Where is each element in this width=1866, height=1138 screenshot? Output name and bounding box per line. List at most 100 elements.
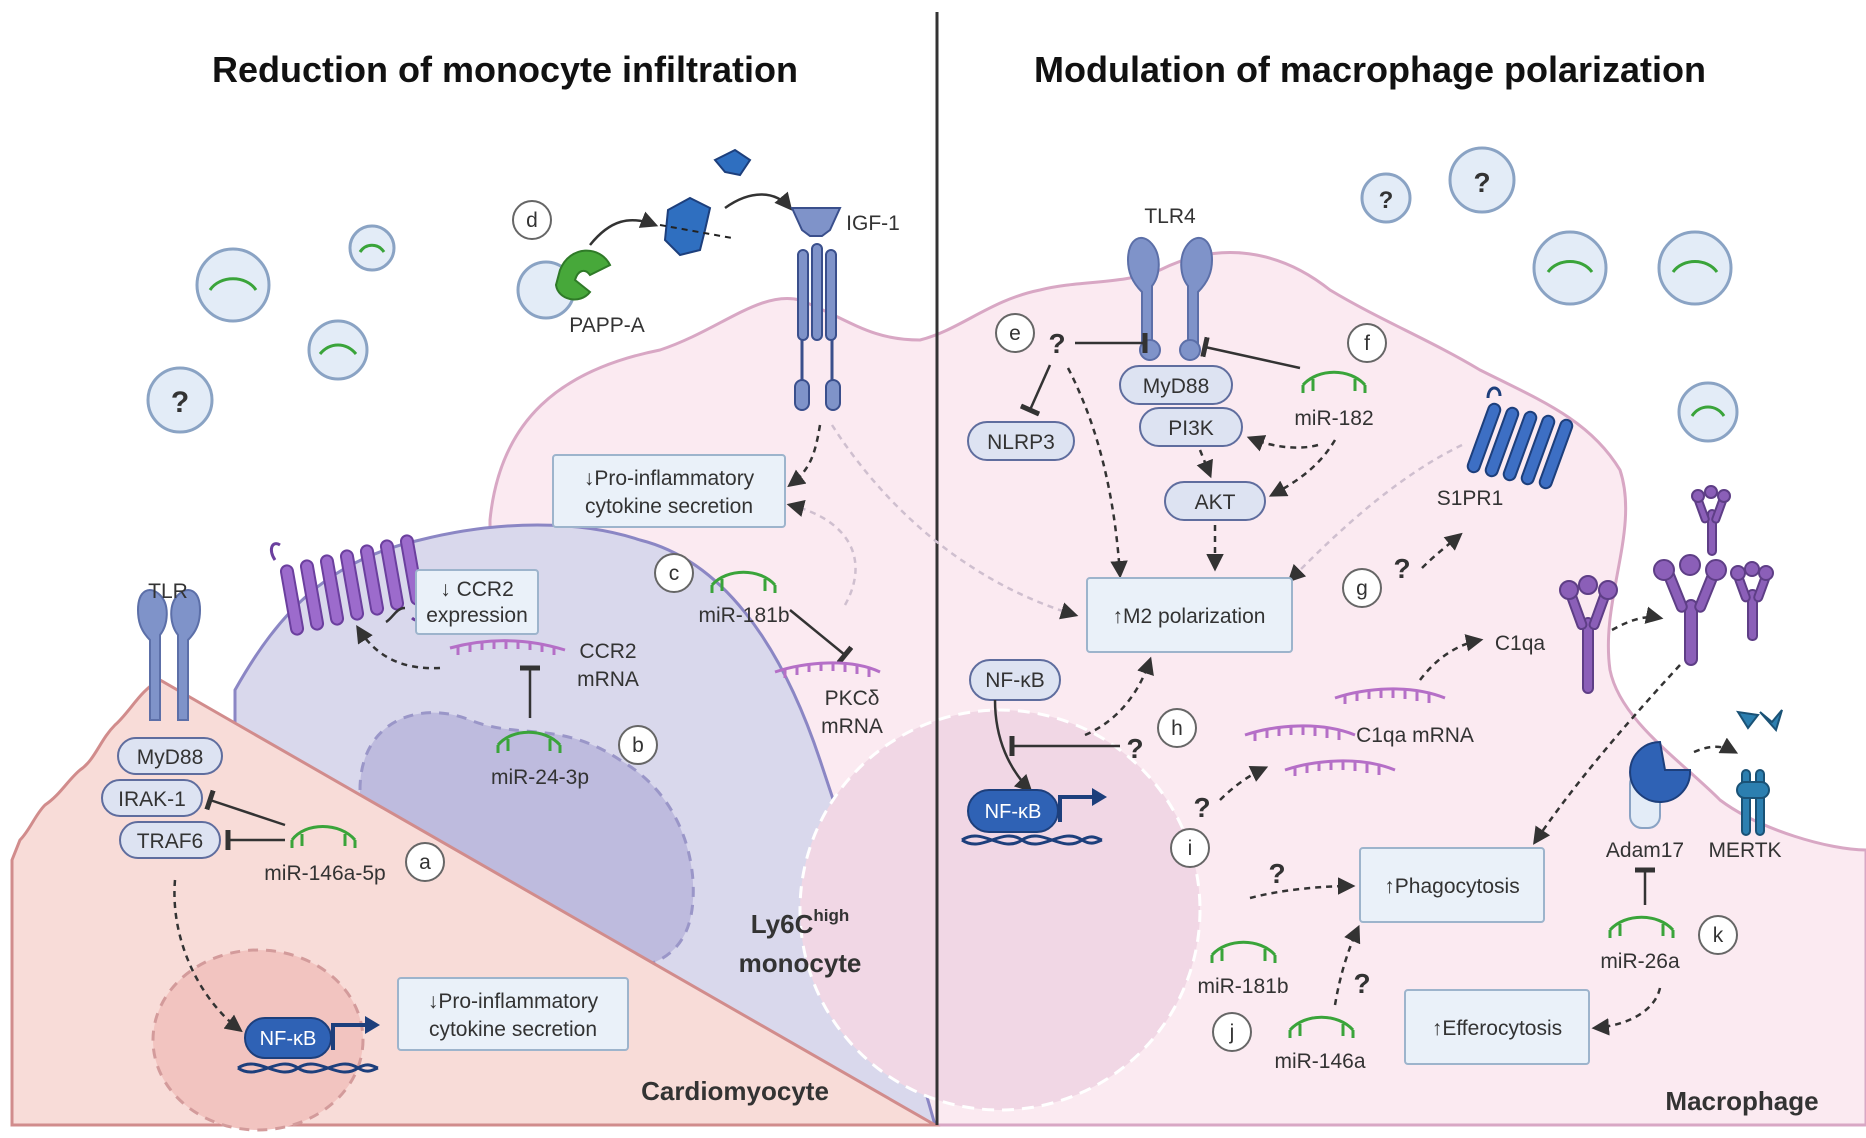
- mirna-146a: [1288, 1015, 1355, 1032]
- tlr-receptor: [136, 589, 202, 721]
- svg-text:d: d: [526, 209, 538, 232]
- myd88-right: [1119, 365, 1233, 405]
- nfkb-cytoplasmic: [969, 659, 1061, 701]
- svg-text:MERTK: MERTK: [1708, 839, 1781, 862]
- letter-b: [618, 725, 658, 765]
- svg-text:CCR2: CCR2: [579, 640, 636, 663]
- c1q-protein-2: [1730, 561, 1774, 641]
- vesicle-mirna-9: [1569, 295, 1571, 297]
- mertk-receptor: [1736, 709, 1783, 836]
- svg-text:PKCδ: PKCδ: [825, 687, 880, 710]
- svg-text:b: b: [632, 734, 644, 757]
- box-phagocytosis: [1359, 847, 1545, 923]
- svg-text:miR-146a-5p: miR-146a-5p: [264, 862, 385, 885]
- svg-text:miR-182: miR-182: [1294, 407, 1373, 430]
- arrow-traf6-nfkb: [173, 879, 243, 1033]
- igfbp-cleaved: [663, 148, 752, 257]
- traf6: [119, 821, 221, 859]
- svg-text:miR-181b: miR-181b: [698, 604, 789, 627]
- arrow-g-s1pr1: [1421, 532, 1463, 569]
- nfkb-right: NF-κB: [961, 788, 1107, 846]
- inhibit-nlrp3: [1019, 364, 1052, 417]
- mirna-146a-5p: [290, 825, 357, 842]
- question-i: ?: [1193, 792, 1210, 823]
- macrophage-label: Macrophage: [1665, 1086, 1818, 1116]
- svg-text:↓Pro-inflammatory: ↓Pro-inflammatory: [428, 990, 599, 1013]
- svg-text:↑Phagocytosis: ↑Phagocytosis: [1384, 875, 1519, 898]
- tlr4-receptor: [1126, 236, 1214, 361]
- arrow-igf1-m2: [830, 424, 1079, 620]
- question-h: ?: [1126, 733, 1143, 764]
- svg-text:k: k: [1713, 924, 1724, 947]
- svg-text:mRNA: mRNA: [821, 715, 883, 738]
- arrow-mir181b-phago: [1249, 877, 1356, 900]
- vesicle-mirna-22: [1563, 296, 1565, 298]
- box-m2-polarization: [1086, 577, 1293, 653]
- svg-text:?: ?: [1379, 187, 1394, 214]
- svg-text:C1qa mRNA: C1qa mRNA: [1356, 724, 1474, 747]
- arrow-i-c1qa: [1219, 765, 1269, 801]
- svg-text:i: i: [1188, 837, 1193, 860]
- pi3k: [1139, 407, 1243, 447]
- arrow-mir26a-effero: [1591, 987, 1662, 1036]
- akt: [1164, 481, 1266, 521]
- svg-text:miR-26a: miR-26a: [1600, 950, 1680, 973]
- svg-text:C1qa: C1qa: [1495, 632, 1546, 655]
- letter-k: [1698, 915, 1738, 955]
- svg-text:PI3K: PI3K: [1168, 417, 1214, 440]
- svg-text:NF-κB: NF-κB: [985, 669, 1045, 692]
- arrow-c1qamrna-c1qa: [1419, 634, 1484, 681]
- vesicle-unknown-1: ?: [146, 366, 214, 434]
- tlr-label: TLR: [148, 580, 188, 603]
- mirna-26a: [1608, 915, 1675, 932]
- letter-g: [1342, 568, 1382, 608]
- mirna-182: [1301, 370, 1367, 387]
- inhibit-irak1: [204, 789, 286, 827]
- tlr4-label: TLR4: [1144, 205, 1196, 228]
- arrow-c1qa-assemble: [1611, 606, 1664, 632]
- left-title: Reduction of monocyte infiltration: [212, 49, 798, 90]
- svg-text:miR-146a: miR-146a: [1274, 1050, 1365, 1073]
- box-ccr2-expression: [415, 569, 539, 635]
- right-title: Modulation of macrophage polarization: [1034, 49, 1706, 90]
- adam17: [1629, 740, 1692, 829]
- mirna-181b-c: [710, 570, 777, 587]
- c1q-complex: [1653, 554, 1727, 666]
- svg-text:j: j: [1229, 1021, 1235, 1044]
- c1q-protein-1: [1559, 575, 1618, 694]
- arrow-pi3k-akt: [1196, 449, 1213, 479]
- papp-a: [516, 249, 612, 320]
- inhibit-tlr4-f: [1200, 336, 1301, 370]
- cardiomyocyte-label: Cardiomyocyte: [641, 1076, 829, 1106]
- arrow-nfkb-translocate: [993, 699, 1033, 793]
- svg-text:Adam17: Adam17: [1606, 839, 1684, 862]
- box-proinflammatory-left-bottom: [397, 977, 629, 1051]
- nfkb-left: NF-κB: [237, 1016, 380, 1074]
- vesicle-mirna-1: [195, 247, 271, 323]
- svg-text:miR-181b: miR-181b: [1197, 975, 1288, 998]
- s1pr1-receptor: [1466, 386, 1574, 490]
- svg-text:↑M2 polarization: ↑M2 polarization: [1113, 605, 1266, 628]
- myd88-left: [117, 737, 223, 775]
- svg-text:NF-κB: NF-κB: [985, 801, 1042, 823]
- inhibit-pkcd: [789, 609, 854, 665]
- svg-text:cytokine secretion: cytokine secretion: [429, 1018, 597, 1041]
- svg-text:IGF-1: IGF-1: [846, 212, 900, 235]
- svg-text:?: ?: [171, 386, 189, 419]
- svg-text:g: g: [1356, 577, 1368, 600]
- question-g: ?: [1393, 553, 1410, 584]
- mirna-181b-j: [1210, 940, 1277, 957]
- letter-i: [1170, 828, 1210, 868]
- svg-text:c: c: [669, 562, 680, 585]
- vesicle-mirna-24: [1635, 265, 1637, 267]
- mirna-24-3p: [496, 730, 562, 747]
- letter-e: [995, 313, 1035, 353]
- svg-text:e: e: [1009, 322, 1021, 345]
- ccr2-receptor: [269, 534, 425, 636]
- svg-text:NF-κB: NF-κB: [260, 1028, 317, 1050]
- vesicle-mirna-25: [1657, 230, 1733, 306]
- svg-text:↑Efferocytosis: ↑Efferocytosis: [1432, 1017, 1562, 1040]
- c1q-protein-3: [1691, 485, 1731, 556]
- svg-text:expression: expression: [426, 604, 528, 627]
